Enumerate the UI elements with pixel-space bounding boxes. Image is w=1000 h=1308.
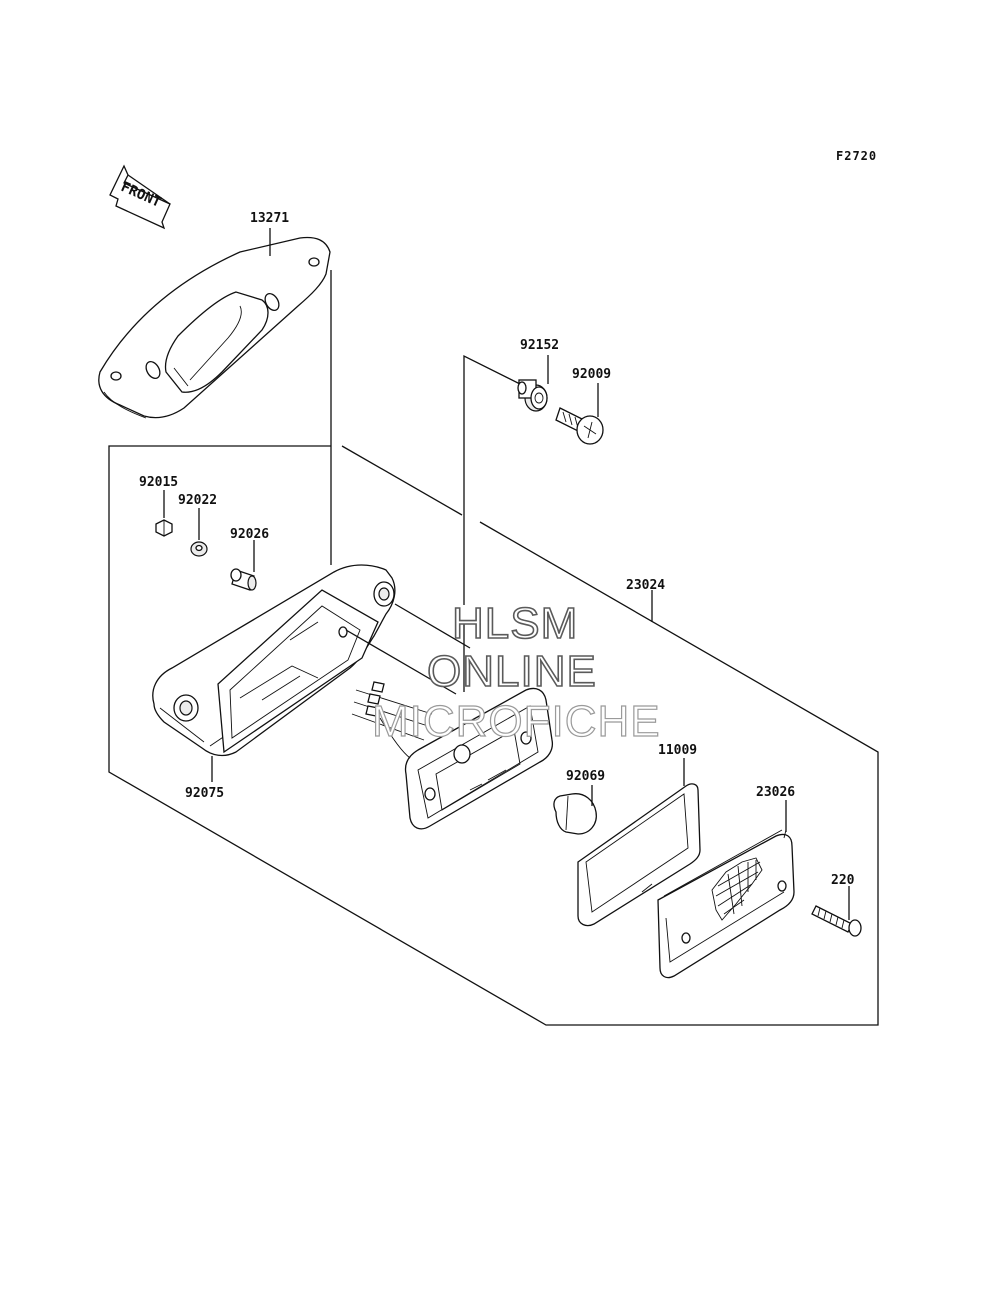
- washer-92022: [190, 508, 208, 557]
- figure-code: F2720: [836, 149, 877, 163]
- label-23026: 23026: [756, 785, 795, 800]
- label-220: 220: [831, 873, 855, 888]
- front-arrow-icon: FRONT: [109, 164, 171, 230]
- collar-92152: [517, 355, 549, 412]
- label-92015: 92015: [139, 475, 178, 490]
- label-92009: 92009: [572, 367, 611, 382]
- spacer-92026: [230, 540, 257, 591]
- label-92026: 92026: [230, 527, 269, 542]
- label-92022: 92022: [178, 493, 217, 508]
- housing-92075: [152, 564, 471, 782]
- label-13271: 13271: [250, 211, 289, 226]
- watermark-line1: HLSM: [452, 599, 578, 648]
- label-92152: 92152: [520, 338, 559, 353]
- gasket-13271: [98, 228, 331, 419]
- socket-plate: [351, 681, 554, 830]
- gasket-11009: [577, 758, 701, 927]
- watermark: HLSM ONLINE MICROFICHE: [371, 598, 661, 746]
- lens-23026: [657, 800, 795, 979]
- watermark-line3: MICROFICHE: [372, 697, 661, 746]
- assembly-bracket-lines: [108, 270, 879, 1026]
- label-92075: 92075: [185, 786, 224, 801]
- lens-pattern: [711, 857, 763, 921]
- bulb-92069: [553, 785, 597, 835]
- label-23024: 23024: [626, 578, 665, 593]
- screw-220: [811, 886, 862, 937]
- nut-92015: [155, 490, 173, 537]
- screw-92009: [555, 383, 604, 445]
- watermark-line2: ONLINE: [427, 647, 597, 696]
- label-92069: 92069: [566, 769, 605, 784]
- label-11009: 11009: [658, 743, 697, 758]
